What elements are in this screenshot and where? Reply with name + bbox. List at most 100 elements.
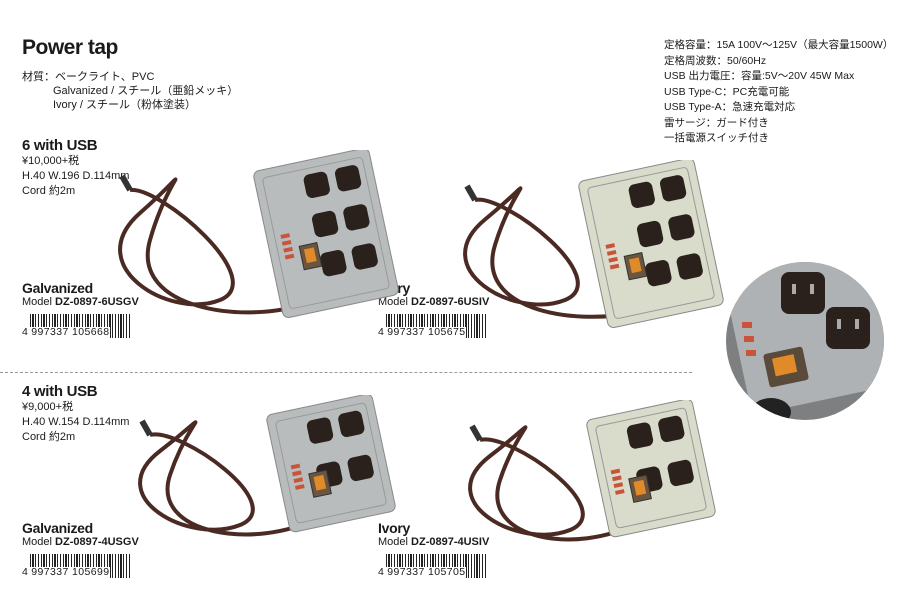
model-code: DZ-0897-6USGV [55, 296, 139, 308]
barcode-number: 997337 105675 [386, 326, 467, 338]
product-image [118, 150, 399, 319]
barcode-lead: 4 [22, 566, 29, 578]
usb-port-icon [280, 233, 291, 239]
model-code: DZ-0897-4USGV [55, 536, 139, 548]
power-strip-body [266, 395, 396, 533]
usb-port-icon [281, 239, 292, 246]
outlet-icon [645, 259, 672, 287]
detail-inset-image [726, 262, 884, 420]
outlet-icon [311, 210, 339, 238]
model-number: Model DZ-0897-6USGV [22, 296, 139, 308]
power-strip-body [578, 160, 724, 329]
usb-port-icon [610, 468, 621, 475]
model-label: Model [22, 296, 56, 308]
usb-port-icon [614, 489, 625, 495]
product-image [468, 400, 716, 542]
spec-line: USB 出力電圧：容量:5V～20V 45W Max [664, 70, 855, 82]
spec-line: USB Type-A：急速充電対応 [664, 101, 796, 113]
power-strip-body [586, 400, 716, 538]
price: ¥9,000+税 [22, 401, 74, 413]
dimensions: H.40 W.196 D.114mm [22, 170, 130, 182]
barcode-number: 997337 105705 [386, 566, 467, 578]
section-4-usb: 4 with USB ¥9,000+税 H.40 W.154 D.114mm C… [22, 383, 129, 445]
material-line: Ivory / スチール（粉体塗装） [53, 99, 197, 111]
outlet-icon [658, 415, 685, 443]
outlet-icon [659, 175, 687, 202]
outlet-icon [668, 214, 695, 241]
model-label: Model [22, 536, 56, 548]
outlet-icon [628, 181, 655, 208]
dimensions: H.40 W.154 D.114mm [22, 416, 130, 428]
usb-port-icon [606, 249, 617, 256]
usb-port-icon [613, 482, 624, 489]
usb-port-icon [284, 253, 295, 260]
switch-light [633, 479, 647, 496]
model-number: Model DZ-0897-4USGV [22, 536, 139, 548]
usb-port-icon [293, 477, 304, 484]
outlet-icon [667, 459, 694, 487]
usb-port-icon [283, 246, 293, 253]
outlet-icon [320, 249, 347, 277]
price: ¥10,000+税 [22, 155, 80, 167]
switch-light [313, 474, 327, 491]
usb-port-icon [290, 463, 301, 470]
plug-icon [469, 424, 483, 442]
outlet-icon [343, 204, 370, 231]
model-code: DZ-0897-6USIV [411, 296, 490, 308]
spec-list: 定格容量：15A 100V～125V（最大容量1500W） 定格周波数：50/6… [664, 38, 893, 147]
model-label: Model [378, 296, 412, 308]
power-cord [138, 420, 318, 537]
plug-icon [139, 419, 153, 437]
section-6-usb: 6 with USB ¥10,000+税 H.40 W.196 D.114mm … [22, 137, 129, 199]
spec-line: USB Type-C：PC充電可能 [664, 85, 790, 98]
plug-icon [464, 184, 478, 202]
outlet-icon [676, 253, 703, 280]
power-cord [118, 177, 308, 315]
product-image [138, 395, 396, 537]
strip-faceplate [262, 157, 390, 309]
model-label: Model [378, 536, 412, 548]
plug-icon [119, 174, 133, 192]
usb-port-icon [608, 256, 618, 263]
strip-faceplate [587, 167, 715, 319]
outlet-icon [303, 171, 330, 198]
strip-faceplate [595, 407, 707, 529]
usb-port-icon [612, 475, 622, 482]
barcode-number: 997337 105668 [30, 326, 111, 338]
barcode-number: 997337 105699 [30, 566, 111, 578]
variant-name: Galvanized [22, 520, 93, 536]
usb-port-icon [292, 470, 302, 477]
outlet-icon [306, 417, 334, 444]
spec-line: 定格容量：15A 100V～125V（最大容量1500W） [664, 39, 894, 51]
power-cord [468, 425, 638, 542]
outlet-icon [636, 220, 664, 248]
strip-faceplate [275, 402, 387, 524]
power-strip-body [253, 150, 399, 319]
model-code: DZ-0897-4USIV [411, 536, 490, 548]
outlet-icon [334, 165, 362, 192]
outlet-icon [826, 307, 870, 349]
power-cord [463, 186, 633, 319]
barcode-lead: 4 [22, 326, 29, 338]
variant-name: Ivory [378, 520, 410, 536]
model-number: Model DZ-0897-6USIV [378, 296, 489, 308]
spec-line: 一括電源スイッチ付き [664, 132, 769, 144]
material-line: Galvanized / スチール（亜鉛メッキ） [53, 85, 239, 97]
switch-light [628, 257, 642, 274]
section-title: 6 with USB [22, 137, 98, 154]
outlet-icon [351, 243, 378, 270]
outlet-icon [781, 272, 825, 314]
barcode-lead: 4 [378, 326, 385, 338]
section-title: 4 with USB [22, 383, 98, 400]
usb-port-icon [605, 243, 616, 249]
model-number: Model DZ-0897-4USIV [378, 536, 489, 548]
section-divider [0, 372, 692, 373]
